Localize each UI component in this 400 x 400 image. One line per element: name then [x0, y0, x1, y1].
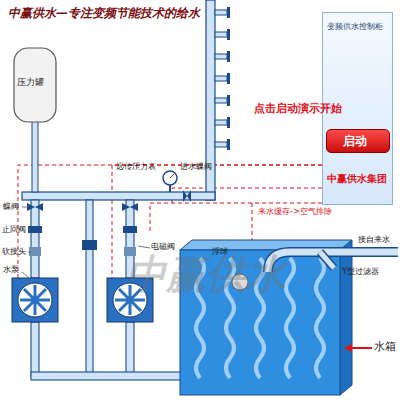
pressure-tank: 压力罐 [14, 48, 56, 122]
part-label: 进水蝶阀 [180, 163, 212, 172]
part-label: 水泵 [3, 266, 19, 275]
part-label: 接自来水 [358, 236, 390, 245]
pressure-tank-body [14, 48, 56, 122]
part-label: Y型过滤器 [342, 268, 379, 277]
pointer-arrow [344, 344, 372, 352]
start-button: 启动 [326, 129, 390, 153]
part-label: 蝶阀 [3, 203, 19, 212]
part-label: 来水缓存->空气排除 [258, 208, 332, 217]
part-label: 点击启动演示开始 [254, 103, 342, 115]
part-label: 止回阀 [2, 226, 26, 235]
node-text: 压力罐 [17, 78, 44, 88]
diagram-title: 中赢供水—专注变频节能技术的给水 [8, 7, 200, 20]
part-label: 电磁阀 [151, 243, 175, 252]
pressure-gauge [163, 171, 177, 192]
node-text: 启动 [343, 135, 367, 148]
node-text: 中赢供水集团 [327, 173, 387, 184]
watermark: 中赢供水 [126, 252, 286, 296]
part-label: 水箱 [374, 341, 396, 353]
tank-pipe [32, 120, 38, 192]
part-label: 远传压力表 [116, 163, 156, 172]
node-text: 变频供水控制柜 [327, 23, 383, 32]
valve-symbol [27, 190, 191, 256]
part-label: 软接头 [2, 248, 26, 257]
